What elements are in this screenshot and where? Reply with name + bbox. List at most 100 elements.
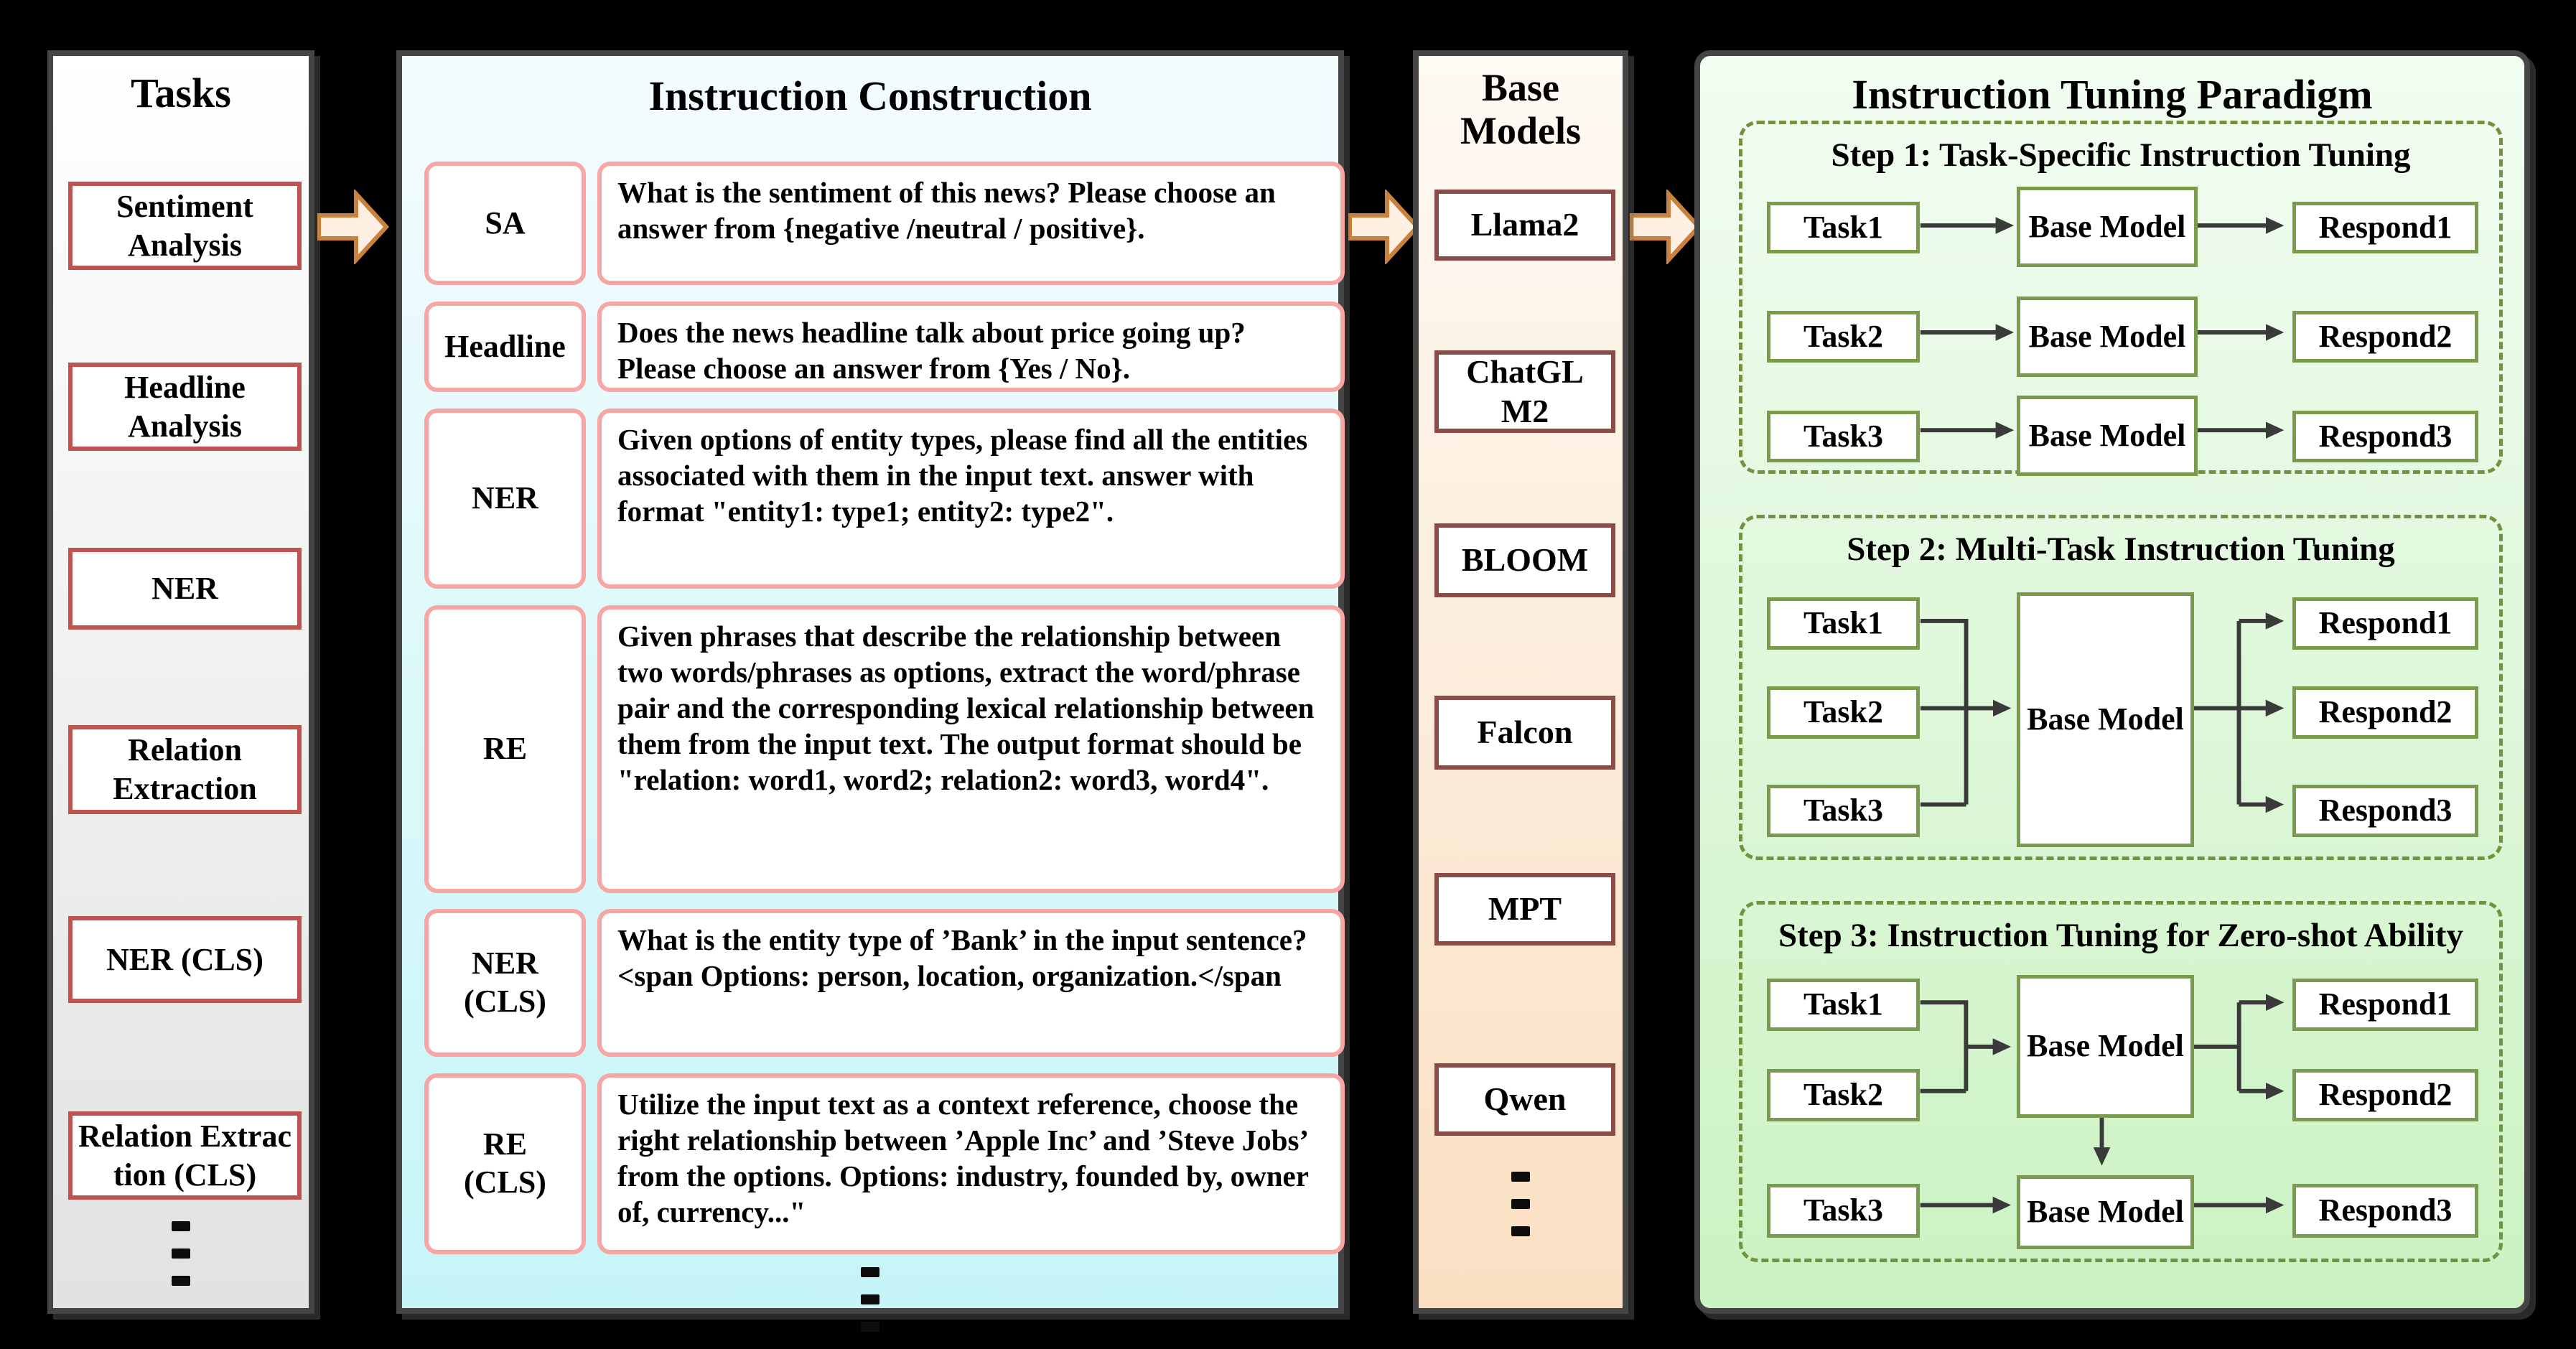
- box-label: Respond3: [2318, 1192, 2453, 1228]
- box-label: Task3: [1803, 793, 1883, 828]
- instruction-text-re-cls: Utilize the input text as a context refe…: [597, 1073, 1345, 1254]
- instruction-text-re: Given phrases that describe the relation…: [597, 605, 1345, 893]
- base-model-box: Base Model: [2017, 187, 2198, 267]
- model-box-mpt: MPT: [1434, 873, 1615, 946]
- step3-panel: Step 3: Instruction Tuning for Zero-shot…: [1739, 901, 2503, 1262]
- flow-arrow-icon: [317, 190, 389, 264]
- task-label: Relation Extraction: [113, 732, 257, 806]
- box-label: Task1: [1803, 605, 1883, 641]
- step3-connector-lines: [1920, 994, 2285, 1214]
- model-box-chatglm2: ChatGLM2: [1434, 350, 1615, 433]
- ellipsis-icon: [172, 1221, 190, 1286]
- instruction-tuning-paradigm-column: Instruction Tuning Paradigm Step 1: Task…: [1694, 50, 2530, 1314]
- base-model-box: Base Model: [2017, 1175, 2194, 1249]
- model-box-llama2: Llama2: [1434, 190, 1615, 261]
- model-box-qwen: Qwen: [1434, 1063, 1615, 1136]
- base-model-box: Base Model: [2017, 592, 2194, 847]
- label-text: Headline: [444, 328, 566, 364]
- box-label: Respond1: [2318, 605, 2453, 641]
- instruction-text: Utilize the input text as a context refe…: [617, 1088, 1309, 1228]
- respond2-box: Respond2: [2292, 311, 2478, 363]
- task3-box: Task3: [1767, 785, 1920, 837]
- instruction-text: What is the entity type of ’Bank’ in the…: [617, 923, 1307, 992]
- task-label: NER: [151, 571, 218, 607]
- instruction-label-ner-cls: NER (CLS): [424, 909, 586, 1057]
- model-label: MPT: [1488, 890, 1562, 928]
- label-text: SA: [485, 205, 526, 241]
- model-box-falcon: Falcon: [1434, 696, 1615, 770]
- task3-box: Task3: [1767, 411, 1920, 462]
- step3-title: Step 3: Instruction Tuning for Zero-shot…: [1778, 917, 2464, 954]
- box-label: Task2: [1803, 1077, 1883, 1113]
- box-label: Task2: [1803, 694, 1883, 730]
- instruction-construction-column: Instruction Construction SA What is the …: [396, 50, 1345, 1332]
- construction-column-title: Instruction Construction: [648, 73, 1092, 119]
- model-label: Llama2: [1470, 206, 1579, 243]
- box-label: Base Model: [2028, 417, 2186, 453]
- respond1-box: Respond1: [2292, 979, 2478, 1031]
- model-box-bloom: BLOOM: [1434, 523, 1615, 597]
- model-label: ChatGLM2: [1466, 353, 1584, 429]
- respond3-box: Respond3: [2292, 1184, 2478, 1238]
- box-label: Task3: [1803, 1192, 1883, 1228]
- box-label: Base Model: [2027, 1028, 2184, 1064]
- label-text: NER (CLS): [464, 946, 546, 1019]
- task-box-headline-analysis: Headline Analysis: [68, 363, 302, 451]
- ellipsis-icon: [1511, 1172, 1530, 1236]
- step1-panel: Step 1: Task-Specific Instruction Tuning…: [1739, 121, 2503, 476]
- instruction-text-ner-cls: What is the entity type of ’Bank’ in the…: [597, 909, 1345, 1057]
- task-label: NER (CLS): [106, 941, 263, 977]
- instruction-text: Given options of entity types, please fi…: [617, 423, 1308, 528]
- box-label: Respond2: [2318, 1077, 2453, 1113]
- task-box-ner: NER: [68, 548, 302, 630]
- label-text: RE (CLS): [464, 1126, 546, 1200]
- base-model-box: Base Model: [2017, 396, 2198, 476]
- flow-arrow-icon: [1348, 190, 1420, 264]
- step2-connector-lines: [1920, 612, 2285, 813]
- instruction-text: Does the news headline talk about price …: [617, 316, 1246, 385]
- instruction-text-sa: What is the sentiment of this news? Plea…: [597, 162, 1345, 285]
- model-label: BLOOM: [1461, 541, 1589, 579]
- task3-box: Task3: [1767, 1184, 1920, 1238]
- instruction-text: What is the sentiment of this news? Plea…: [617, 176, 1276, 245]
- task-box-relation-extraction: Relation Extraction: [68, 725, 302, 814]
- label-text: NER: [472, 480, 538, 516]
- respond1-box: Respond1: [2292, 202, 2478, 253]
- box-label: Respond2: [2318, 318, 2453, 354]
- task1-box: Task1: [1767, 202, 1920, 253]
- task2-box: Task2: [1767, 686, 1920, 739]
- label-text: RE: [482, 731, 528, 767]
- step2-panel: Step 2: Multi-Task Instruction Tuning Ta…: [1739, 515, 2503, 860]
- box-label: Respond3: [2318, 418, 2453, 454]
- step1-title: Step 1: Task-Specific Instruction Tuning: [1831, 136, 2411, 174]
- instruction-label-headline: Headline: [424, 302, 586, 392]
- task-box-sentiment-analysis: Sentiment Analysis: [68, 182, 302, 270]
- model-label: Qwen: [1483, 1080, 1567, 1118]
- box-label: Respond2: [2318, 694, 2453, 730]
- respond3-box: Respond3: [2292, 411, 2478, 462]
- instruction-text-ner: Given options of entity types, please fi…: [597, 409, 1345, 589]
- box-label: Respond1: [2318, 209, 2453, 245]
- respond1-box: Respond1: [2292, 597, 2478, 650]
- task-box-relation-extraction-cls: Relation Extraction (CLS): [68, 1111, 302, 1200]
- box-label: Task3: [1803, 418, 1883, 454]
- box-label: Respond1: [2318, 986, 2453, 1022]
- instruction-label-re: RE: [424, 605, 586, 893]
- paradigm-column-title: Instruction Tuning Paradigm: [1852, 71, 2373, 118]
- box-label: Base Model: [2027, 1194, 2184, 1230]
- instruction-text-headline: Does the news headline talk about price …: [597, 302, 1345, 392]
- models-column-title: Base Models: [1460, 66, 1581, 153]
- flow-arrow-icon: [1630, 190, 1702, 264]
- box-label: Task1: [1803, 209, 1883, 245]
- base-model-box: Base Model: [2017, 297, 2198, 377]
- instruction-label-sa: SA: [424, 162, 586, 285]
- step1-connector-lines: [1920, 217, 2285, 439]
- base-model-box: Base Model: [2017, 975, 2194, 1118]
- ellipsis-icon: [861, 1267, 879, 1332]
- base-models-column: Base Models Llama2 ChatGLM2 BLOOM Falcon…: [1413, 50, 1628, 1314]
- task-label: Headline Analysis: [124, 369, 246, 444]
- instruction-text: Given phrases that describe the relation…: [617, 620, 1315, 796]
- task2-box: Task2: [1767, 1069, 1920, 1121]
- task-label: Sentiment Analysis: [116, 188, 253, 263]
